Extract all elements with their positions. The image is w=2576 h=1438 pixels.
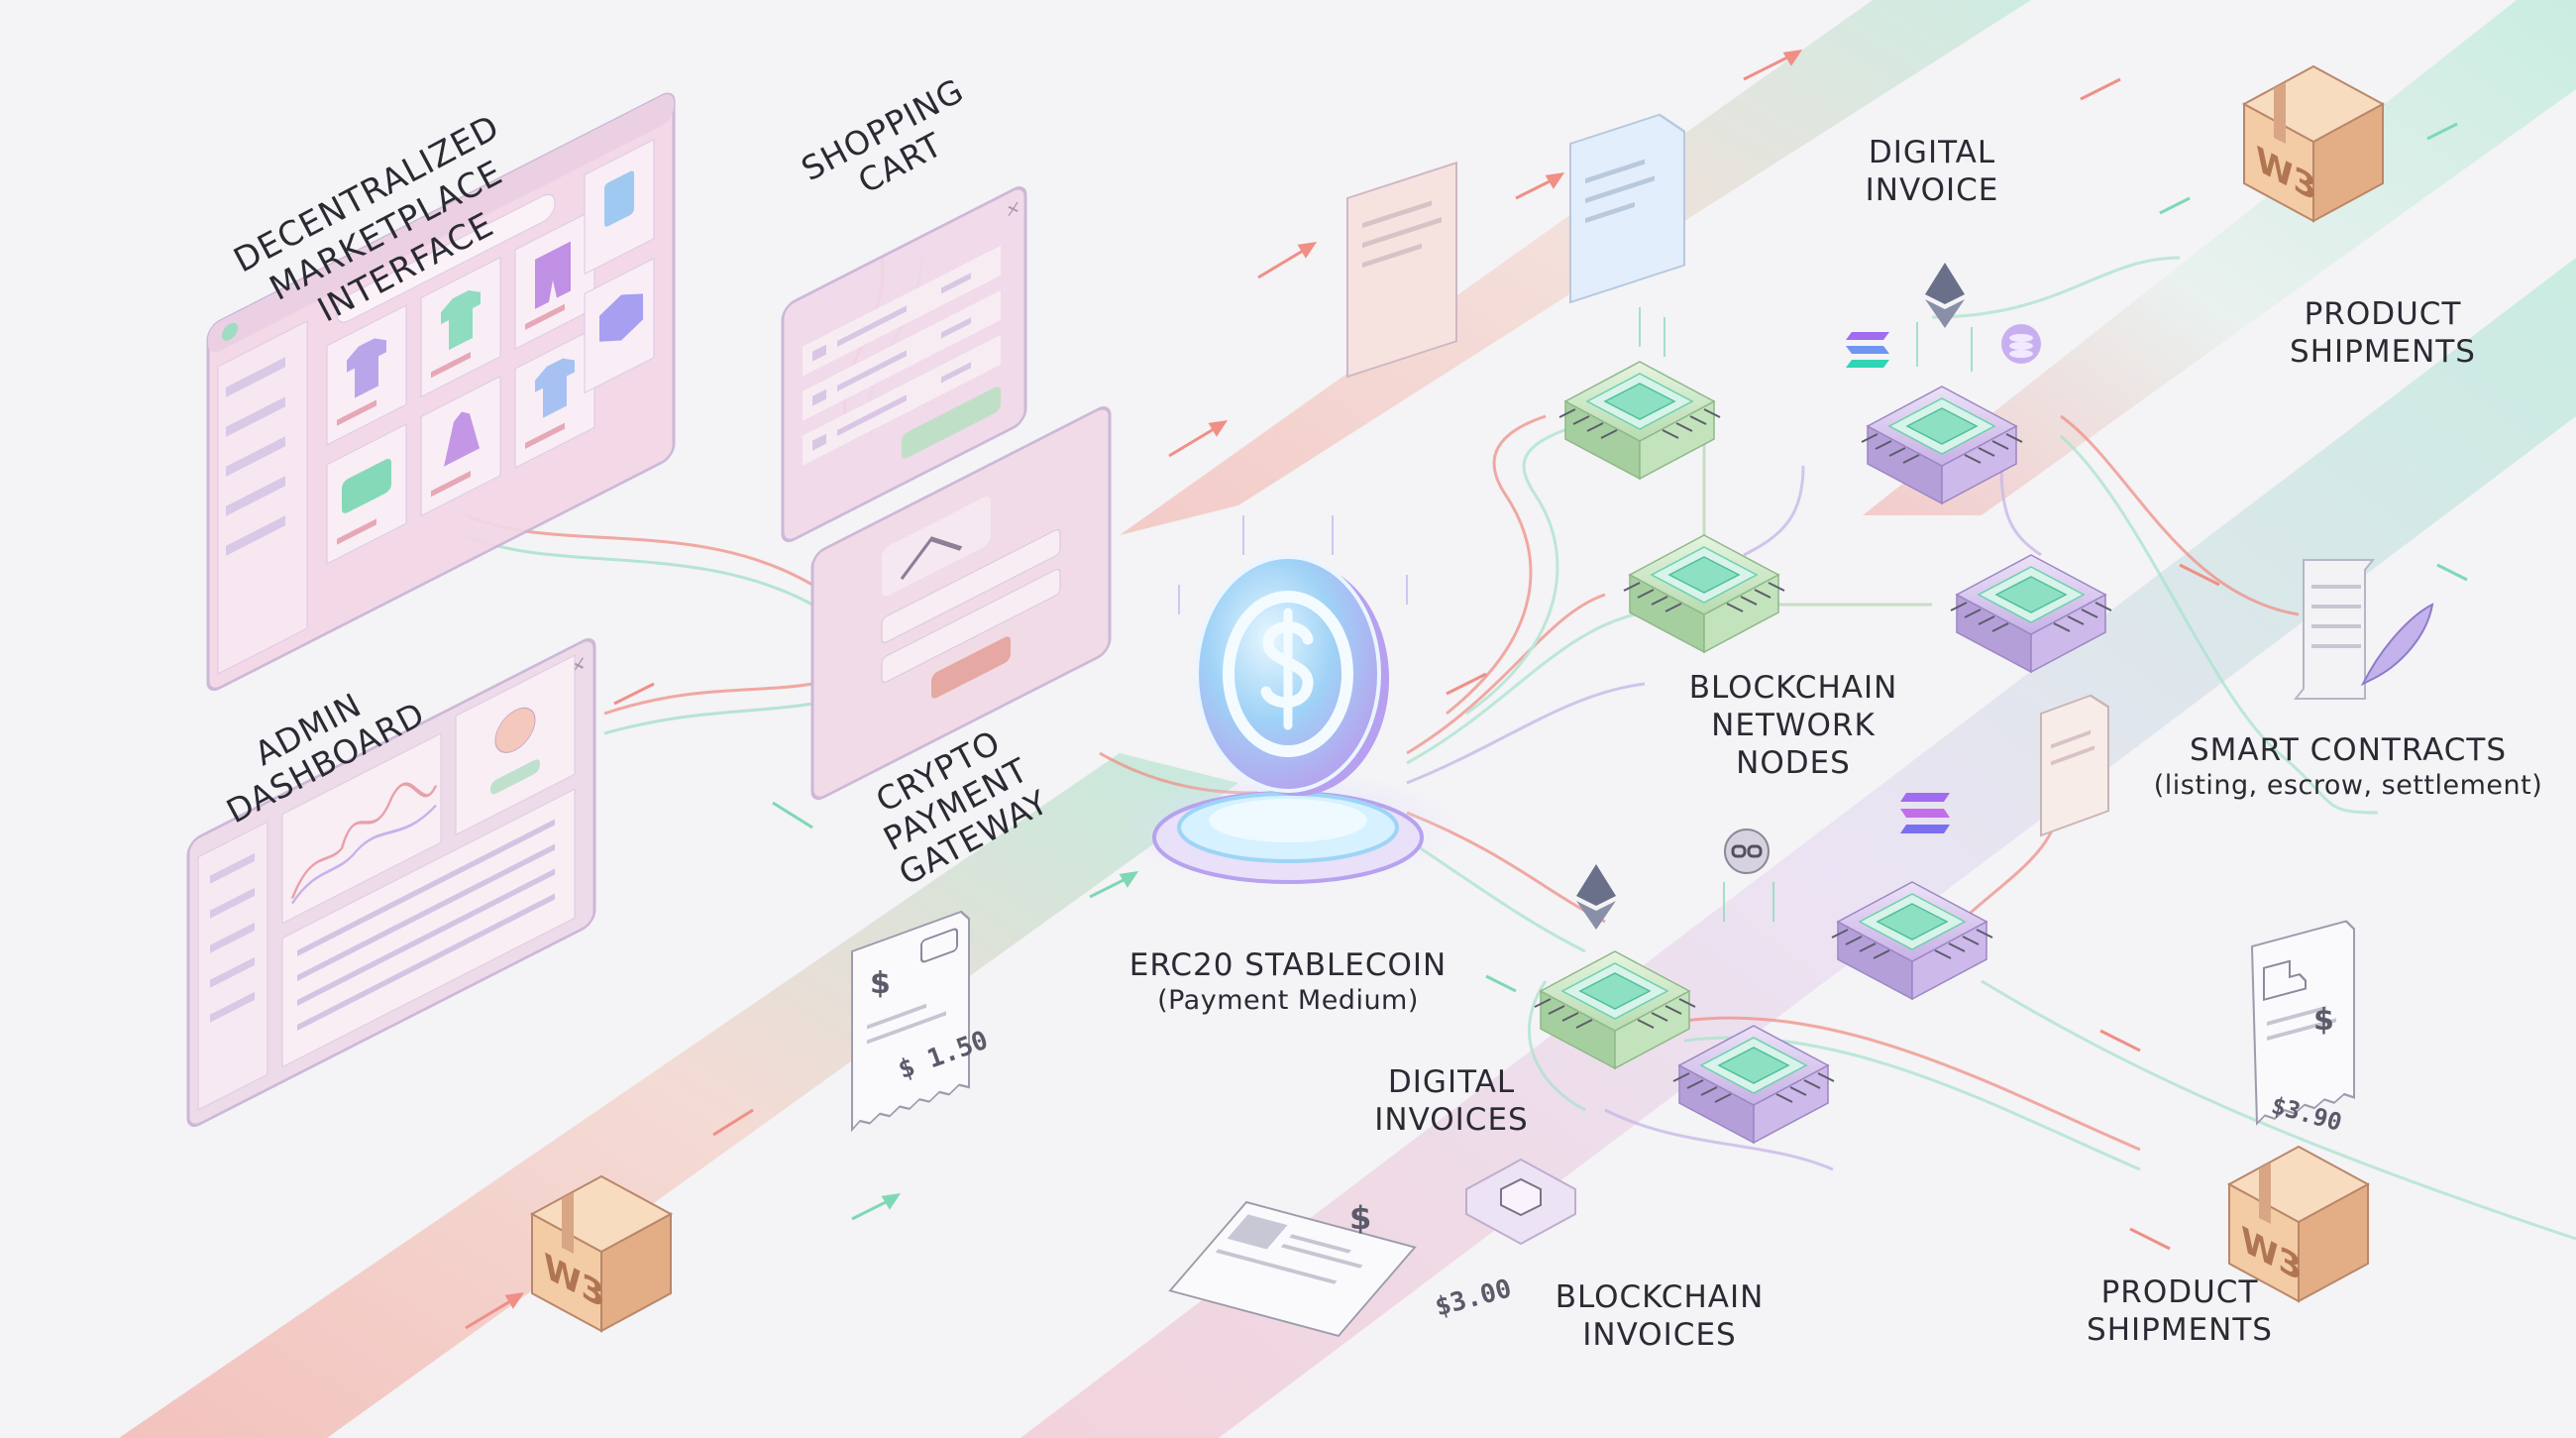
- product-grid: [326, 138, 655, 565]
- blockchain-invoices-line1: BLOCKCHAIN: [1555, 1279, 1765, 1315]
- receipt-left-currency: $: [870, 966, 891, 1001]
- label-product-shipments-top: PRODUCT SHIPMENTS: [2259, 295, 2507, 371]
- blockchain-node[interactable]: [1558, 361, 1721, 481]
- label-blockchain-nodes: BLOCKCHAIN NETWORK NODES: [1674, 669, 1912, 782]
- small-package-icon: [1465, 1158, 1576, 1246]
- label-digital-invoices: DIGITAL INVOICES: [1328, 1063, 1575, 1139]
- coin-sparkles: [1178, 515, 1408, 614]
- label-smart-contracts: SMART CONTRACTS (listing, escrow, settle…: [2150, 731, 2546, 803]
- receipt-bottom-currency: $: [1349, 1199, 1372, 1237]
- contract-document: [2040, 694, 2109, 837]
- blockchain-nodes-line1: BLOCKCHAIN: [1688, 670, 1898, 706]
- product-shipments-top-line2: SHIPMENTS: [2290, 334, 2476, 370]
- document-top-blue: [1569, 113, 1685, 304]
- close-icon[interactable]: ×: [1006, 194, 1020, 223]
- product-shipments-top-line1: PRODUCT: [2304, 296, 2462, 332]
- digital-invoice-line1: DIGITAL: [1868, 135, 1996, 170]
- digital-invoices-line1: DIGITAL: [1387, 1064, 1516, 1100]
- digital-invoice-line2: INVOICE: [1865, 172, 1999, 208]
- coin-stack-icon[interactable]: [2001, 324, 2041, 364]
- receipt-right: [2250, 920, 2355, 1126]
- product-shipments-bottom-line1: PRODUCT: [2100, 1274, 2259, 1310]
- stablecoin-subtitle: (Payment Medium): [1157, 985, 1419, 1016]
- payment-gateway-panel[interactable]: [810, 403, 1112, 803]
- digital-invoices-line2: INVOICES: [1374, 1102, 1529, 1138]
- solana-icon[interactable]: [1846, 332, 1889, 368]
- blockchain-invoices-line2: INVOICES: [1582, 1317, 1737, 1353]
- blockchain-node[interactable]: [1950, 554, 2112, 674]
- label-blockchain-invoices: BLOCKCHAIN INVOICES: [1541, 1278, 1778, 1354]
- flow-band-upper-right: [1863, 0, 2576, 515]
- signal-lines: [1639, 307, 1973, 922]
- product-shipments-bottom-line2: SHIPMENTS: [2087, 1312, 2273, 1348]
- smart-contracts-title: SMART CONTRACTS: [2189, 732, 2508, 768]
- admin-dashboard-panel[interactable]: ×: [186, 635, 596, 1130]
- blockchain-node[interactable]: [1831, 881, 1993, 1001]
- blockchain-nodes-line3: NODES: [1736, 745, 1851, 781]
- shopping-cart-panel[interactable]: ×: [781, 183, 1027, 545]
- receipt-left: [851, 910, 970, 1133]
- blockchain-node[interactable]: [1672, 1025, 1835, 1145]
- ethereum-icon[interactable]: [1925, 263, 1965, 328]
- receipt-right-currency: $: [2313, 1003, 2334, 1038]
- chainlink-icon[interactable]: [1724, 829, 1770, 874]
- marketplace-panel[interactable]: [206, 90, 676, 694]
- smart-contracts-subtitle: (listing, escrow, settlement): [2153, 770, 2543, 801]
- label-digital-invoice: DIGITAL INVOICE: [1813, 134, 2051, 209]
- dollar-coin-icon[interactable]: [1195, 555, 1389, 796]
- blockchain-nodes-line2: NETWORK: [1711, 708, 1876, 743]
- stablecoin-title: ERC20 STABLECOIN: [1128, 947, 1448, 983]
- quill-icon[interactable]: [2360, 603, 2434, 687]
- flow-lines: [465, 256, 2576, 1241]
- label-stablecoin: ERC20 STABLECOIN (Payment Medium): [1110, 946, 1466, 1018]
- blockchain-node[interactable]: [1623, 534, 1785, 654]
- shipping-box: W3: [2241, 64, 2386, 223]
- label-product-shipments-bottom: PRODUCT SHIPMENTS: [2061, 1273, 2299, 1349]
- smart-contract-scroll: [2293, 559, 2376, 700]
- blockchain-node[interactable]: [1534, 950, 1696, 1070]
- ethereum-icon[interactable]: [1576, 864, 1616, 930]
- shipping-box: W3: [529, 1174, 674, 1333]
- document-top-left: [1346, 161, 1457, 379]
- blockchain-node[interactable]: [1861, 386, 2023, 505]
- solana-icon[interactable]: [1900, 793, 1950, 833]
- receipt-bottom: [1168, 1200, 1417, 1337]
- shipping-box: W3: [2226, 1145, 2371, 1303]
